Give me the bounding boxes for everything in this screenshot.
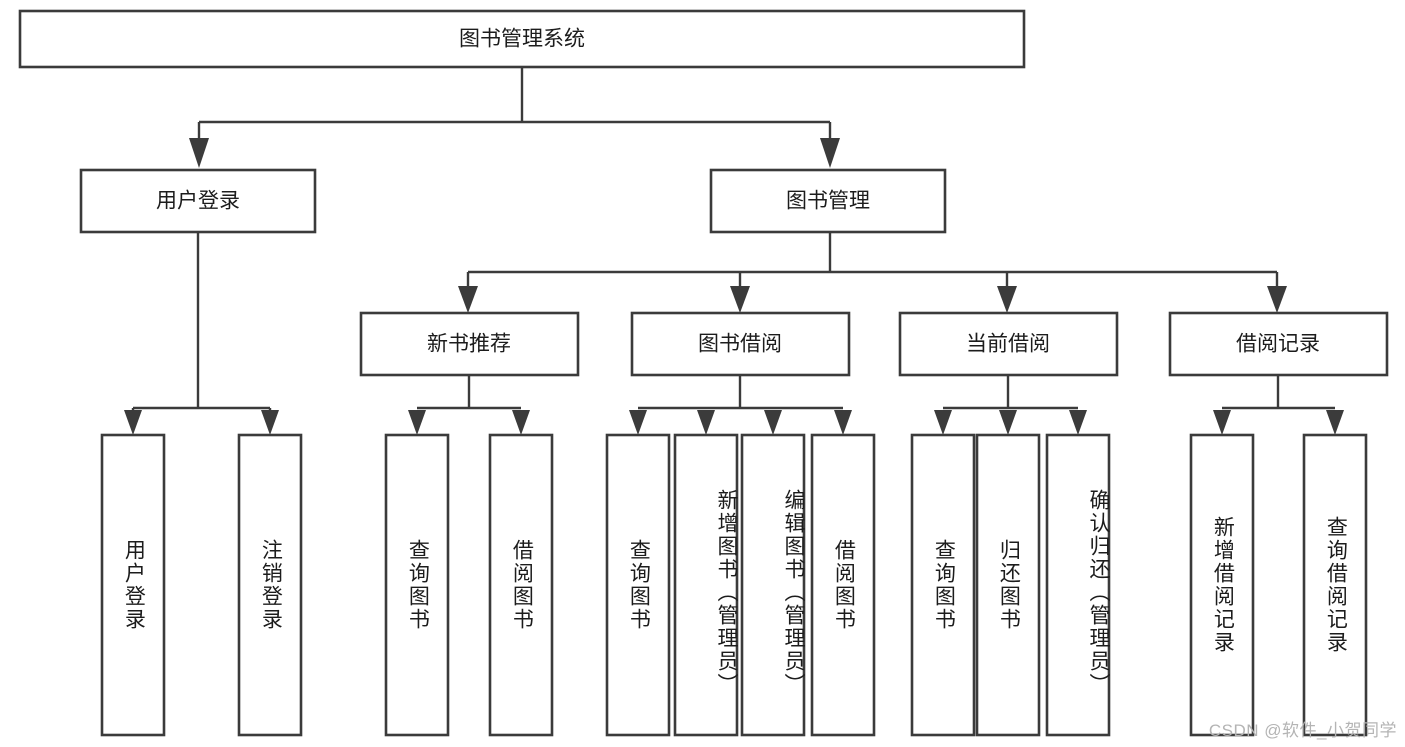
arrow-head-leaf-add-borrow-record [1213, 410, 1231, 435]
arrow-head-leaf-user-login [124, 410, 142, 435]
connector-user-login-to-leaves [124, 232, 279, 435]
arrow-head-book-borrow [730, 286, 750, 313]
node-current-borrow-box[interactable] [898, 311, 1119, 377]
node-user-login[interactable]: 用户登录 [79, 168, 317, 234]
node-new-book-recommend-label: 新书推荐 [427, 333, 511, 356]
node-book-management-label: 图书管理 [786, 190, 870, 213]
leaf-borrow-book-1-box[interactable] [488, 433, 554, 737]
connector-new-book-to-leaves [408, 375, 530, 435]
arrow-head-leaf-borrow-book-2 [834, 410, 852, 435]
connector-borrow-record-to-leaves [1213, 375, 1344, 435]
node-current-borrow[interactable]: 当前借阅 [898, 311, 1119, 377]
leaf-boxes-group [100, 433, 1368, 737]
arrow-head-leaf-query-book-1 [408, 410, 426, 435]
leaf-edit-book-box[interactable] [740, 433, 806, 737]
node-root-label: 图书管理系统 [459, 28, 585, 51]
watermark-text: CSDN @软件_小贺同学 [1208, 721, 1397, 740]
leaf-user-login-box[interactable] [100, 433, 166, 737]
node-new-book-recommend[interactable]: 新书推荐 [359, 311, 580, 377]
connector-book-management-to-level3 [458, 232, 1287, 313]
node-book-borrow[interactable]: 图书借阅 [630, 311, 851, 377]
node-borrow-record-box[interactable] [1168, 311, 1389, 377]
node-user-login-label: 用户登录 [156, 190, 240, 213]
arrow-head-leaf-confirm-return [1069, 410, 1087, 435]
arrow-head-leaf-query-book-3 [934, 410, 952, 435]
node-user-login-box[interactable] [79, 168, 317, 234]
node-book-management[interactable]: 图书管理 [709, 168, 947, 234]
leaf-confirm-return-box[interactable] [1045, 433, 1111, 737]
arrow-head-new-book-recommend [458, 286, 478, 313]
arrow-head-book-management [820, 138, 840, 168]
node-current-borrow-label: 当前借阅 [966, 333, 1050, 356]
arrow-head-leaf-edit-book [764, 410, 782, 435]
arrow-head-user-login [189, 138, 209, 168]
connector-current-borrow-to-leaves [934, 375, 1087, 435]
arrow-head-leaf-logout-login [261, 410, 279, 435]
leaf-borrow-book-2-box[interactable] [810, 433, 876, 737]
arrow-head-borrow-record [1267, 286, 1287, 313]
leaf-logout-login-box[interactable] [237, 433, 303, 737]
leaf-query-borrow-record-box[interactable] [1302, 433, 1368, 737]
arrow-head-leaf-add-book [697, 410, 715, 435]
leaf-query-book-3-box[interactable] [910, 433, 976, 737]
arrow-head-current-borrow [997, 286, 1017, 313]
leaf-query-book-1-box[interactable] [384, 433, 450, 737]
connector-book-borrow-to-leaves [629, 375, 852, 435]
node-book-borrow-label: 图书借阅 [698, 333, 782, 356]
connector-root-to-level2 [189, 67, 840, 168]
leaf-query-book-2-box[interactable] [605, 433, 671, 737]
node-borrow-record[interactable]: 借阅记录 [1168, 311, 1389, 377]
arrow-head-leaf-query-borrow-record [1326, 410, 1344, 435]
leaf-return-book-box[interactable] [975, 433, 1041, 737]
node-book-management-box[interactable] [709, 168, 947, 234]
arrow-head-leaf-return-book [999, 410, 1017, 435]
leaf-add-borrow-record-box[interactable] [1189, 433, 1255, 737]
node-root-box[interactable] [18, 9, 1026, 69]
node-root[interactable]: 图书管理系统 [18, 9, 1026, 69]
node-book-borrow-box[interactable] [630, 311, 851, 377]
node-borrow-record-label: 借阅记录 [1236, 333, 1320, 356]
arrow-head-leaf-query-book-2 [629, 410, 647, 435]
leaf-add-book-box[interactable] [673, 433, 739, 737]
arrow-head-leaf-borrow-book-1 [512, 410, 530, 435]
node-new-book-recommend-box[interactable] [359, 311, 580, 377]
